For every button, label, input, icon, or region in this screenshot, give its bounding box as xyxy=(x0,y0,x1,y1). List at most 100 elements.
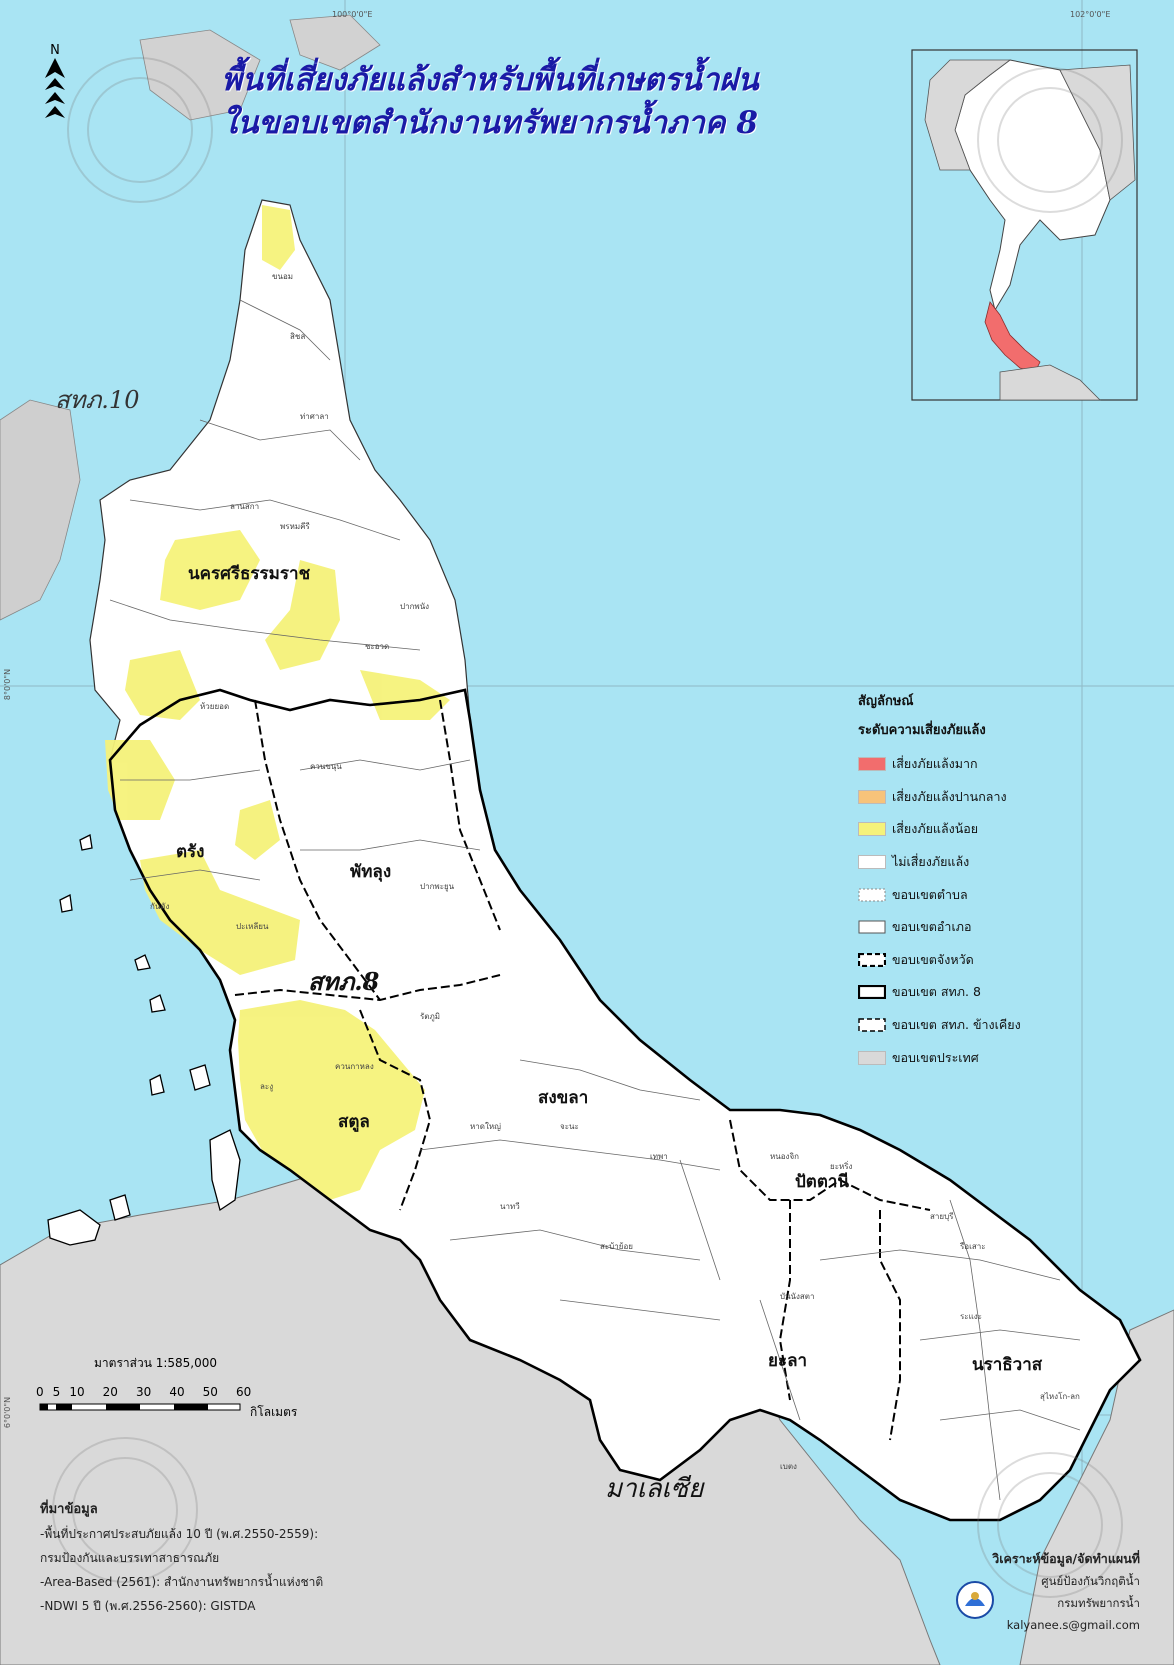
district-boundaries xyxy=(109,299,1081,1501)
source-line: กรมป้องกันและบรรเทาสาธารณภัย xyxy=(40,1551,220,1565)
graticule-label-top: 102°0'0"E xyxy=(1070,10,1111,19)
legend-item: ขอบเขตจังหวัด xyxy=(858,944,1098,977)
district-label: ปากพะยูน xyxy=(420,882,455,891)
legend-item: เสี่ยงภัยแล้งน้อย xyxy=(858,813,1098,846)
province-label: พัทลุง xyxy=(350,862,392,882)
legend-item: ขอบเขตอำเภอ xyxy=(858,911,1098,944)
sources-title: ที่มาข้อมูล xyxy=(40,1502,98,1517)
data-sources: ที่มาข้อมูล -พื้นที่ประกาศประสบภัยแล้ง 1… xyxy=(40,1498,400,1618)
legend-swatch xyxy=(858,1050,886,1065)
district-label: ละงู xyxy=(260,1082,274,1091)
province-label: นราธิวาส xyxy=(972,1355,1043,1375)
province-label: ปัตตานี xyxy=(795,1172,850,1192)
scale-ratio: มาตราส่วน 1:585,000 xyxy=(94,1356,218,1370)
legend-label: ขอบเขต สทภ. 8 xyxy=(892,984,981,1000)
legend-swatch xyxy=(858,888,886,902)
district-label: ควนกาหลง xyxy=(335,1062,374,1071)
credits-title: วิเคราะห์ข้อมูล/จัดทำแผนที่ xyxy=(992,1551,1140,1566)
north-label: N xyxy=(50,43,60,58)
district-label: จะนะ xyxy=(560,1122,579,1131)
legend-swatch xyxy=(858,822,886,837)
district-label: เทพา xyxy=(650,1152,668,1161)
district-label: กันตัง xyxy=(150,902,170,911)
map-subtitle: ในขอบเขตสำนักงานทรัพยากรน้ำภาค 8 xyxy=(222,105,758,141)
legend: สัญลักษณ์ ระดับความเสี่ยงภัยแล้ง เสี่ยงภ… xyxy=(858,690,1098,1074)
watermark-seal xyxy=(52,57,1123,1598)
legend-label: เสี่ยงภัยแล้งมาก xyxy=(892,756,978,772)
inset-neighbours xyxy=(924,59,1012,171)
district-label: หาดใหญ่ xyxy=(470,1122,501,1131)
district-label: บันนังสตา xyxy=(780,1292,815,1301)
province-label: นครศรีธรรมราช xyxy=(188,564,311,584)
source-line: -NDWI 5 ปี (พ.ศ.2556-2560): GISTDA xyxy=(40,1599,256,1613)
legend-item: ขอบเขตประเทศ xyxy=(858,1041,1098,1074)
legend-item: ขอบเขต สทภ. 8 xyxy=(858,976,1098,1009)
north-arrow-icon: N xyxy=(45,43,65,118)
country-label: มาเลเซีย xyxy=(605,1474,704,1504)
top-grey-islands xyxy=(139,29,261,121)
legend-label: ขอบเขตจังหวัด xyxy=(892,951,974,967)
scale-tick-label: 20 xyxy=(102,1385,118,1399)
top-grey-islands xyxy=(289,14,381,71)
district-label: ควนขนุน xyxy=(310,762,342,771)
province-label: สงขลา xyxy=(538,1088,589,1108)
scale-bar xyxy=(39,1403,241,1411)
legend-swatch xyxy=(858,757,886,772)
legend-subtitle: ระดับความเสี่ยงภัยแล้ง xyxy=(858,723,986,738)
legend-item: ขอบเขต สทภ. ข้างเคียง xyxy=(858,1009,1098,1042)
district-label: ยะหริ่ง xyxy=(830,1162,853,1171)
credit-line: กรมทรัพยากรน้ำ xyxy=(1057,1596,1140,1610)
region-8-boundary xyxy=(108,688,1142,1522)
map-credits: วิเคราะห์ข้อมูล/จัดทำแผนที่ ศูนย์ป้องกัน… xyxy=(950,1548,1140,1636)
legend-swatch xyxy=(858,789,886,804)
district-label: หนองจิก xyxy=(770,1152,799,1161)
legend-label: ขอบเขตประเทศ xyxy=(892,1049,979,1065)
scale-tick-label: 60 xyxy=(236,1385,252,1399)
legend-item: ไม่เสี่ยงภัยแล้ง xyxy=(858,846,1098,879)
district-label: ระแงะ xyxy=(960,1312,982,1321)
graticule-label-top: 100°0'0"E xyxy=(332,10,373,19)
district-label: สายบุรี xyxy=(930,1212,954,1221)
scale-tick-label: 30 xyxy=(136,1385,152,1399)
district-label: ปากพนัง xyxy=(400,602,430,611)
legend-title: สัญลักษณ์ xyxy=(858,694,914,709)
district-label: ชะอวด xyxy=(365,642,390,651)
scale-unit: กิโลเมตร xyxy=(250,1405,298,1419)
legend-swatch xyxy=(858,920,886,934)
scale-tick-label: 0 xyxy=(36,1385,44,1399)
scale-tick-label: 10 xyxy=(69,1385,85,1399)
legend-items: เสี่ยงภัยแล้งมากเสี่ยงภัยแล้งปานกลางเสี่… xyxy=(858,748,1098,1074)
coastal-islands xyxy=(47,834,241,1246)
legend-label: ไม่เสี่ยงภัยแล้ง xyxy=(892,854,970,870)
scale-tick-label: 40 xyxy=(169,1385,185,1399)
legend-swatch xyxy=(858,1018,886,1032)
province-label: สตูล xyxy=(338,1112,370,1132)
credit-email: kalyanee.s@gmail.com xyxy=(1006,1618,1140,1632)
district-label: พรหมคีรี xyxy=(280,522,310,531)
legend-swatch xyxy=(858,985,886,1000)
credit-line: ศูนย์ป้องกันวิกฤติน้ำ xyxy=(1041,1574,1140,1588)
district-label: นาทวี xyxy=(500,1202,520,1211)
province-label: ตรัง xyxy=(176,842,205,862)
region-label-neighbor: สทภ.10 xyxy=(55,386,140,414)
province-label: ยะลา xyxy=(768,1351,808,1371)
district-label: ปะเหลียน xyxy=(236,922,269,931)
district-label: ลานสกา xyxy=(230,502,260,511)
graticule-label-left: 8°0'0"N xyxy=(3,668,13,701)
district-label: สุไหงโก-ลก xyxy=(1040,1392,1080,1401)
inset-region-8 xyxy=(984,301,1041,373)
district-label: รือเสาะ xyxy=(960,1242,986,1251)
map-title: พื้นที่เสี่ยงภัยแล้งสำหรับพื้นที่เกษตรน้… xyxy=(221,62,759,98)
legend-label: ขอบเขตอำเภอ xyxy=(892,919,972,935)
region-label-main: สทภ.8 xyxy=(308,967,380,996)
source-line: -พื้นที่ประกาศประสบภัยแล้ง 10 ปี (พ.ศ.25… xyxy=(40,1527,319,1541)
inset-neighbours xyxy=(1059,64,1136,201)
district-label: รัตภูมิ xyxy=(420,1012,441,1021)
district-label: เบตง xyxy=(780,1462,797,1471)
legend-label: เสี่ยงภัยแล้งปานกลาง xyxy=(892,788,1007,804)
graticule-label-left: 6°0'0"N xyxy=(3,1396,13,1429)
east-grey-land xyxy=(1019,1309,1174,1665)
low-risk-areas xyxy=(105,205,450,1200)
